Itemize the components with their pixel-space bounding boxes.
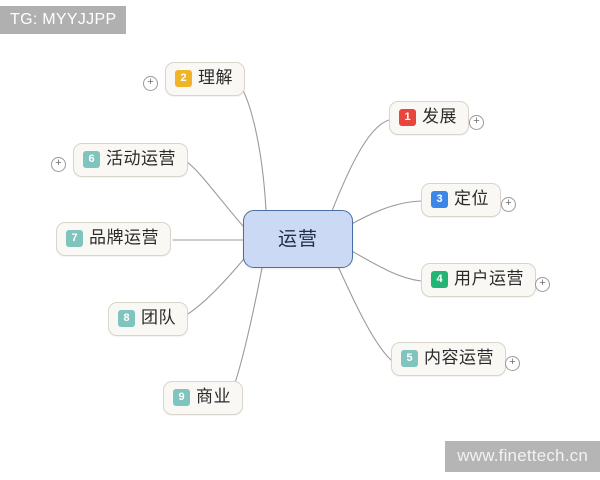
mindmap-node-8[interactable]: 8 团队 bbox=[108, 302, 188, 336]
node-number-badge: 1 bbox=[399, 109, 416, 126]
mindmap-node-3[interactable]: 3 定位 bbox=[421, 183, 501, 217]
mindmap-node-7[interactable]: 7 品牌运营 bbox=[56, 222, 171, 256]
expand-node-6-icon[interactable]: + bbox=[51, 157, 66, 172]
mindmap-node-4[interactable]: 4 用户运营 bbox=[421, 263, 536, 297]
expand-node-5-icon[interactable]: + bbox=[505, 356, 520, 371]
node-label: 用户运营 bbox=[454, 269, 524, 289]
node-number-badge: 9 bbox=[173, 389, 190, 406]
node-label: 商业 bbox=[196, 387, 231, 407]
mindmap-node-2[interactable]: 2 理解 bbox=[165, 62, 245, 96]
node-number-badge: 3 bbox=[431, 191, 448, 208]
node-label: 团队 bbox=[141, 308, 176, 328]
mindmap-node-5[interactable]: 5 内容运营 bbox=[391, 342, 506, 376]
node-label: 活动运营 bbox=[106, 149, 176, 169]
connector-edge bbox=[236, 81, 267, 211]
node-number-badge: 7 bbox=[66, 230, 83, 247]
expand-node-3-icon[interactable]: + bbox=[501, 197, 516, 212]
node-number-badge: 8 bbox=[118, 310, 135, 327]
expand-node-4-icon[interactable]: + bbox=[535, 277, 550, 292]
node-label: 发展 bbox=[422, 107, 457, 127]
node-number-badge: 4 bbox=[431, 271, 448, 288]
node-number-badge: 6 bbox=[83, 151, 100, 168]
node-number-badge: 2 bbox=[175, 70, 192, 87]
site-watermark: www.finettech.cn bbox=[445, 441, 600, 472]
mindmap-root-node[interactable]: 运营 bbox=[243, 210, 353, 268]
node-label: 理解 bbox=[198, 68, 233, 88]
node-label: 内容运营 bbox=[424, 348, 494, 368]
node-number-badge: 5 bbox=[401, 350, 418, 367]
connector-edge bbox=[184, 160, 244, 227]
node-label: 品牌运营 bbox=[89, 228, 159, 248]
tg-handle-badge: TG: MYYJJPP bbox=[0, 6, 127, 34]
expand-node-1-icon[interactable]: + bbox=[469, 115, 484, 130]
connector-edge bbox=[349, 249, 422, 282]
connector-edge bbox=[335, 261, 392, 361]
mindmap-node-6[interactable]: 6 活动运营 bbox=[73, 143, 188, 177]
mindmap-node-9[interactable]: 9 商业 bbox=[163, 381, 243, 415]
connector-edge bbox=[230, 267, 263, 395]
root-node-label: 运营 bbox=[277, 227, 318, 250]
connector-edge bbox=[329, 119, 390, 217]
expand-node-2-icon[interactable]: + bbox=[143, 76, 158, 91]
mindmap-node-1[interactable]: 1 发展 bbox=[389, 101, 469, 135]
node-label: 定位 bbox=[454, 189, 489, 209]
connector-edge bbox=[347, 200, 422, 227]
